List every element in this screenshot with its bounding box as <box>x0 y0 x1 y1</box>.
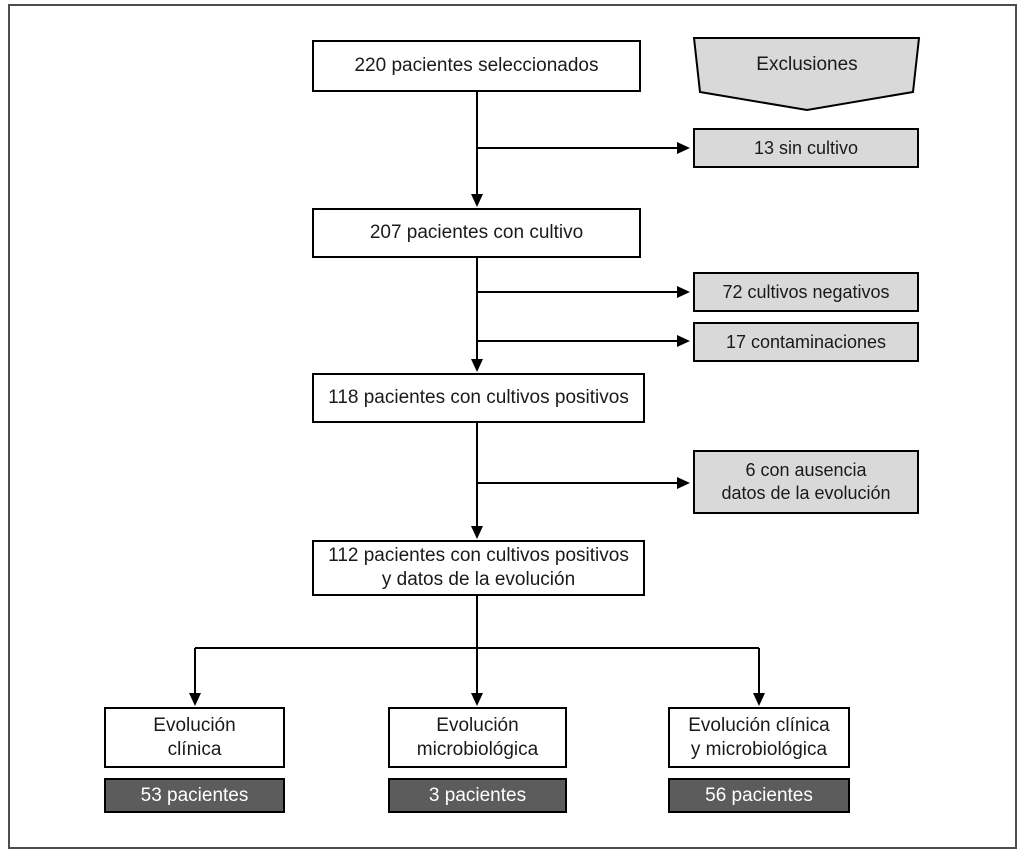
node-label: 118 pacientes con cultivos positivos <box>328 387 629 408</box>
outcome-label-line1: Evolución <box>153 714 236 736</box>
node-label: 220 pacientes seleccionados <box>354 55 599 76</box>
outcome-microbiological: Evolución microbiológica <box>388 707 567 768</box>
exclusion-label: 13 sin cultivo <box>753 137 859 158</box>
exclusion-label-line2: datos de la evolución <box>721 483 891 503</box>
node-patients-positive-cultures: 118 pacientes con cultivos positivos <box>312 373 645 423</box>
outcome-label-line1: Evolución clínica <box>688 714 830 736</box>
outcome-clinical-and-microbiological-count: 56 pacientes <box>668 778 850 813</box>
outcome-label-line2: microbiológica <box>416 738 539 760</box>
node-label: 207 pacientes con cultivo <box>369 222 584 243</box>
exclusion-label-line1: 6 con ausencia <box>745 460 867 480</box>
node-label-line1: 112 pacientes con cultivos positivos <box>328 545 629 566</box>
exclusion-label: 72 cultivos negativos <box>722 281 890 302</box>
outcome-label-line2: clínica <box>167 738 222 760</box>
node-patients-selected: 220 pacientes seleccionados <box>312 40 641 92</box>
node-patients-positive-with-data: 112 pacientes con cultivos positivos y d… <box>312 540 645 596</box>
node-label-line2: y datos de la evolución <box>381 569 576 590</box>
node-patients-with-culture: 207 pacientes con cultivo <box>312 208 641 258</box>
outcome-clinical-count: 53 pacientes <box>104 778 285 813</box>
outcome-label-line2: y microbiológica <box>690 738 828 760</box>
outcome-clinical-and-microbiological: Evolución clínica y microbiológica <box>668 707 850 768</box>
exclusion-contaminations: 17 contaminaciones <box>693 322 919 362</box>
exclusion-missing-evolution-data: 6 con ausencia datos de la evolución <box>693 450 919 514</box>
outcome-label-line1: Evolución <box>436 714 519 736</box>
exclusion-negative-cultures: 72 cultivos negativos <box>693 272 919 312</box>
exclusion-label: 17 contaminaciones <box>725 331 887 352</box>
exclusions-header: Exclusiones <box>694 38 920 92</box>
count-label: 3 pacientes <box>428 784 527 806</box>
count-label: 53 pacientes <box>140 784 249 806</box>
count-label: 56 pacientes <box>705 784 813 806</box>
outcome-microbiological-count: 3 pacientes <box>388 778 567 813</box>
exclusion-no-culture: 13 sin cultivo <box>693 128 919 168</box>
exclusions-header-label: Exclusiones <box>756 54 858 75</box>
outcome-clinical: Evolución clínica <box>104 707 285 768</box>
